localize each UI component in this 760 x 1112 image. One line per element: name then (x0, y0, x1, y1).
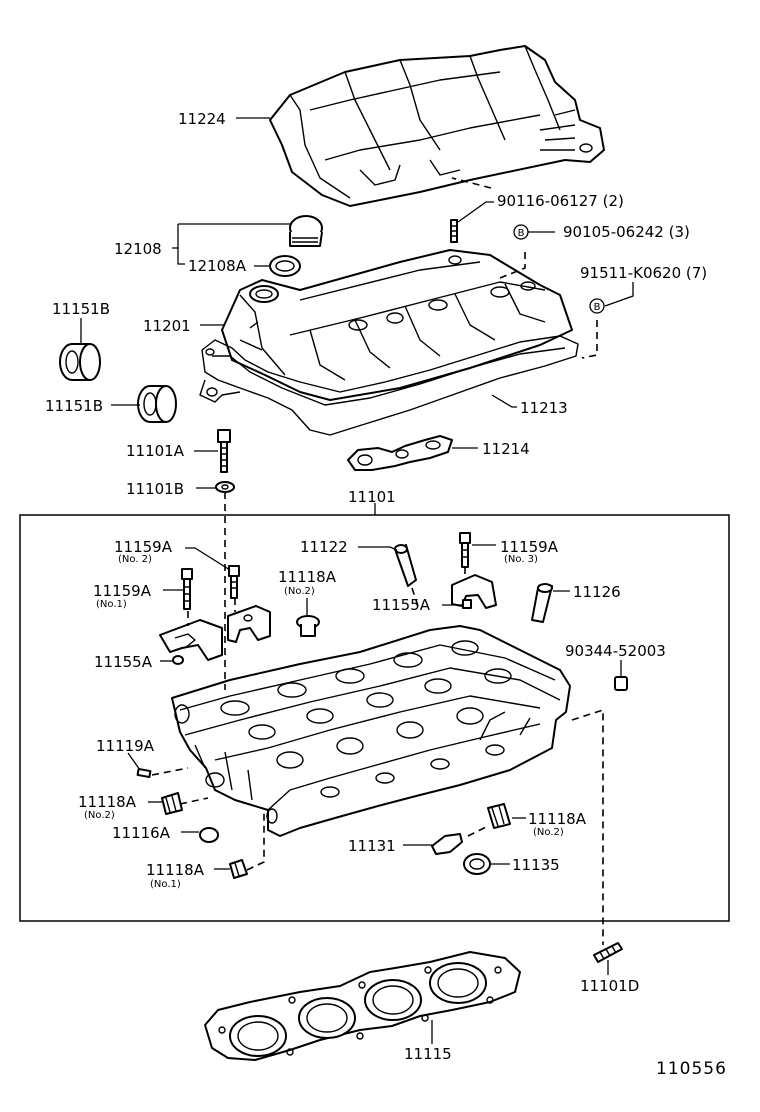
pin-11119a-part[interactable] (136, 768, 152, 778)
label-90344-52003: 90344-52003 (565, 642, 666, 660)
label-11213: 11213 (520, 399, 568, 417)
label-11118a-no1: 11118A (146, 861, 205, 879)
head-bolt-washer-part[interactable] (215, 481, 235, 493)
label-11118a-left-sub: (No.2) (84, 810, 115, 821)
head-gasket-part[interactable] (204, 951, 521, 1061)
badge-b-91511: B (589, 298, 605, 314)
engine-cover-part[interactable] (269, 45, 605, 207)
label-11159a-no3-sub: (No. 3) (504, 554, 538, 565)
head-bolt-part[interactable] (217, 429, 231, 473)
bearing-cap-center-part[interactable] (227, 605, 271, 643)
plug-no1-part[interactable] (229, 859, 248, 879)
stud-90344-part[interactable] (614, 676, 628, 691)
plug-tube-gasket-part[interactable] (347, 435, 453, 471)
label-11119a: 11119A (96, 737, 155, 755)
label-11118a-top: 11118A (278, 568, 337, 586)
camshaft-seal-bottom-part[interactable] (137, 385, 177, 423)
label-90116-06127: 90116-06127 (2) (497, 192, 624, 210)
gasket-11131-part[interactable] (431, 833, 463, 855)
valve-cover-gasket-part[interactable] (199, 335, 579, 436)
label-11159a-no1-sub: (No.1) (96, 599, 127, 610)
bearing-cap-left-part[interactable] (159, 619, 223, 661)
bearing-cap-right-part[interactable] (451, 574, 497, 609)
bearing-cap-bolt-no2-part[interactable] (228, 565, 240, 599)
camshaft-seal-top-part[interactable] (59, 343, 101, 381)
label-11126: 11126 (573, 583, 621, 601)
bearing-cap-bolt-no1-part[interactable] (181, 568, 193, 610)
label-11201: 11201 (143, 317, 191, 335)
stud-11101d-part[interactable] (593, 942, 623, 963)
label-11101a: 11101A (126, 442, 185, 460)
dowel-pin-left-part[interactable] (172, 655, 184, 665)
label-11151b: 11151B (45, 397, 103, 415)
label-11131: 11131 (348, 837, 396, 855)
label-11118a-top-sub: (No.2) (284, 586, 315, 597)
label-11101: 11101 (348, 488, 396, 506)
cylinder-head-part[interactable] (171, 625, 571, 837)
label-12108a: 12108A (188, 257, 247, 275)
leader-lines (80, 117, 634, 1044)
alignment-lines (151, 177, 604, 945)
label-11159a-no2: 11159A (114, 538, 173, 556)
label-11118a-right-sub: (No.2) (533, 827, 564, 838)
bearing-cap-bolt-no3-part[interactable] (459, 532, 471, 568)
label-11101b: 11101B (126, 480, 184, 498)
oil-filler-cap-part[interactable] (289, 215, 323, 247)
label-11118a-right: 11118A (528, 810, 587, 828)
label-11116a: 11116A (112, 824, 171, 842)
plug-left-part[interactable] (161, 792, 183, 815)
label-11151b-top: 11151B (52, 300, 110, 318)
svg-text:B: B (518, 228, 525, 239)
label-12108: 12108 (114, 240, 162, 258)
label-11214: 11214 (482, 440, 530, 458)
label-11155a-right: 11155A (372, 596, 431, 614)
label-11118a-no1-sub: (No.1) (150, 879, 181, 890)
label-11159a-no3: 11159A (500, 538, 559, 556)
plug-11116a-part[interactable] (199, 827, 219, 843)
pipe-11126-part[interactable] (531, 583, 553, 623)
screw-90116-part[interactable] (450, 219, 458, 243)
cylinder-head-sub-assy-frame (19, 503, 730, 922)
diagram-id: 110556 (656, 1059, 727, 1079)
label-91511-k0620: 91511-K0620 (7) (580, 264, 707, 282)
label-11155a-left: 11155A (94, 653, 153, 671)
plug-top-part[interactable] (296, 615, 320, 637)
label-11224: 11224 (178, 110, 226, 128)
spark-plug-tube-part[interactable] (394, 544, 417, 587)
label-11159a-no1: 11159A (93, 582, 152, 600)
label-11118a-left: 11118A (78, 793, 137, 811)
plug-right-part[interactable] (487, 803, 511, 829)
label-90105-06242: 90105-06242 (3) (563, 223, 690, 241)
dowel-pin-right-part[interactable] (462, 599, 472, 609)
seal-11135-part[interactable] (463, 853, 491, 875)
svg-text:B: B (594, 302, 601, 313)
badge-b-90105: B (513, 224, 529, 240)
label-11159a-no2-sub: (No. 2) (118, 554, 152, 565)
label-11135: 11135 (512, 856, 560, 874)
oil-filler-gasket-part[interactable] (269, 255, 301, 277)
label-11115: 11115 (404, 1045, 452, 1063)
label-11101d: 11101D (580, 977, 639, 995)
valve-cover-part[interactable] (221, 249, 573, 401)
label-11122: 11122 (300, 538, 348, 556)
